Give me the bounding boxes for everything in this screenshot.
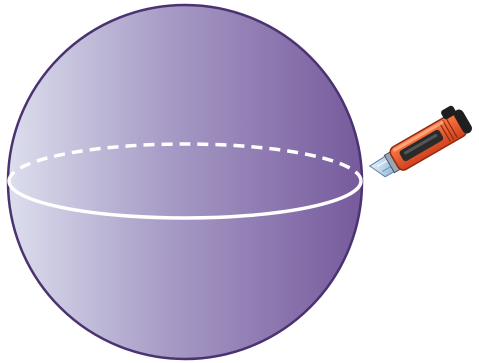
utility-knife-icon (364, 102, 474, 185)
sphere (8, 5, 362, 359)
